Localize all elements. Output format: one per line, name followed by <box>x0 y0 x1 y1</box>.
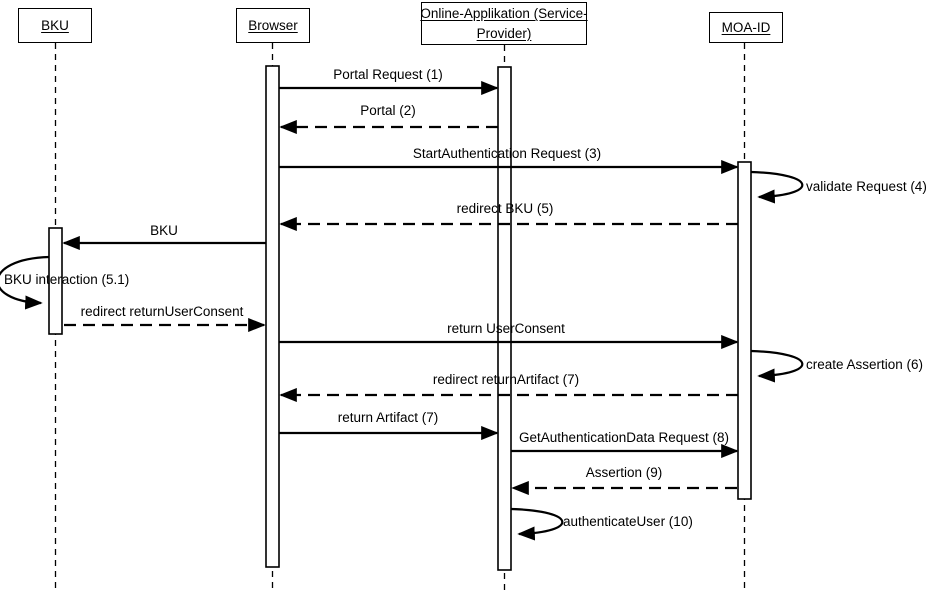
message-label-get-authentication-data-request: GetAuthenticationData Request (8) <box>518 430 730 445</box>
actor-label-online-applikation: Provider) <box>476 25 532 41</box>
message-label-portal-request: Portal Request (1) <box>333 67 443 82</box>
actor-label-online-applikation: Online-Applikation (Service- <box>420 5 588 21</box>
message-label-redirect-return-artifact: redirect returnArtifact (7) <box>432 372 580 387</box>
actor-label-browser: Browser <box>248 17 298 33</box>
activation-bar-browser <box>265 65 280 568</box>
actor-box-bku: BKU <box>18 8 92 43</box>
activation-bar-bku <box>48 227 63 335</box>
message-label-portal: Portal (2) <box>360 103 416 118</box>
self-message-arrow-authenticate-user <box>510 507 564 541</box>
actor-box-moa-id: MOA-ID <box>709 12 783 43</box>
message-label-redirect-bku: redirect BKU (5) <box>456 201 554 216</box>
message-label-assertion: Assertion (9) <box>585 465 663 480</box>
actor-box-online-applikation: Online-Applikation (Service- Provider) <box>420 2 588 45</box>
message-label-redirect-return-user-consent: redirect returnUserConsent <box>80 304 244 319</box>
actor-label-bku: BKU <box>41 17 69 33</box>
activation-bar-online-applikation <box>497 66 512 571</box>
message-label-create-assertion: create Assertion (6) <box>806 357 924 372</box>
message-label-bku-interaction: BKU interaction (5.1) <box>4 272 130 287</box>
self-message-arrow-create-assertion <box>750 349 804 383</box>
actor-label-moa-id: MOA-ID <box>721 19 771 35</box>
actor-box-browser: Browser <box>236 8 310 43</box>
message-label-validate-request: validate Request (4) <box>806 179 927 194</box>
message-label-bku: BKU <box>150 223 178 238</box>
activation-bar-moa-id <box>737 161 752 500</box>
message-label-authenticate-user: authenticateUser (10) <box>563 514 693 529</box>
message-label-return-artifact: return Artifact (7) <box>337 410 439 425</box>
message-label-return-user-consent: return UserConsent <box>447 321 565 336</box>
self-message-arrow-validate-request <box>750 170 804 204</box>
message-label-start-authentication-request: StartAuthentication Request (3) <box>412 146 602 161</box>
self-message-arrow-bku-interaction <box>0 255 50 310</box>
